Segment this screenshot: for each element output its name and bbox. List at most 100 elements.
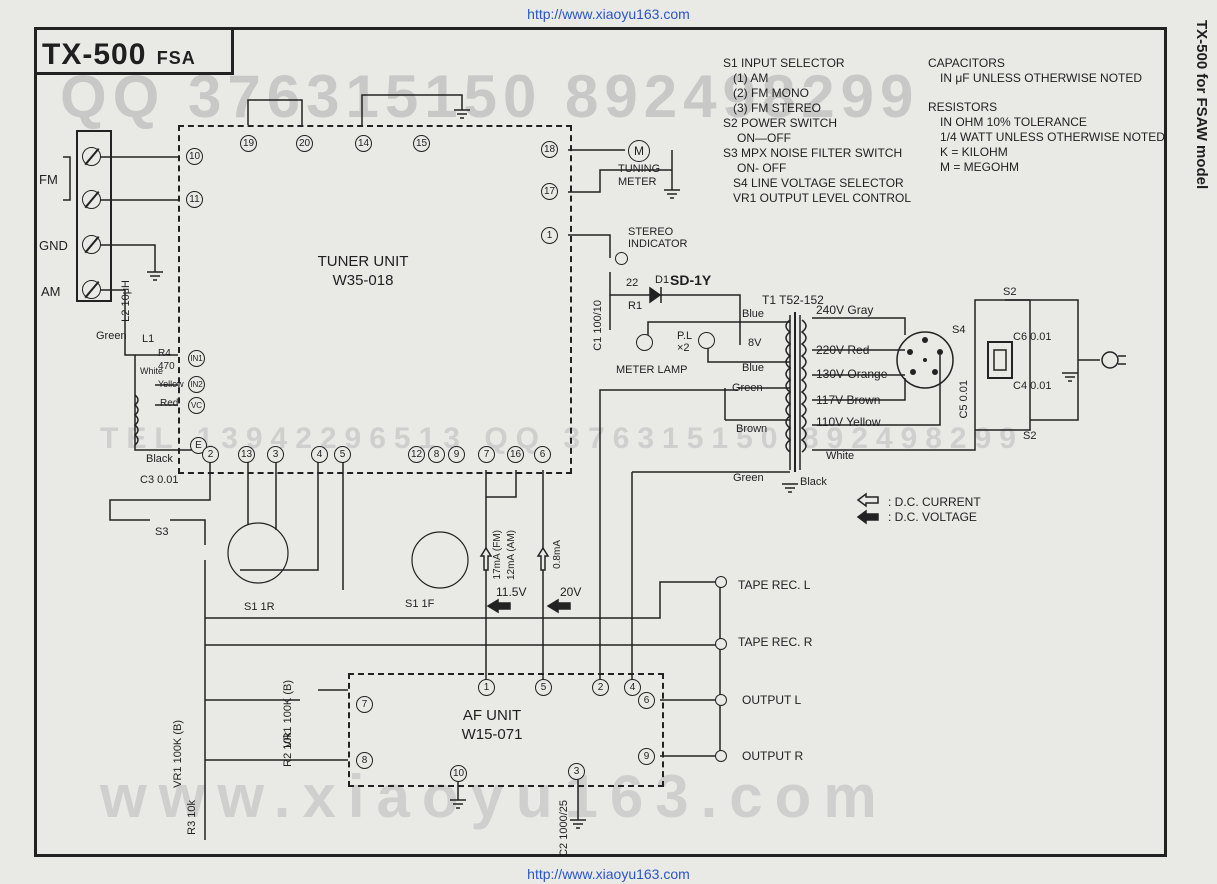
switch-notes: S1 INPUT SELECTOR (1) AM (2) FM MONO (3)… [723,56,911,206]
black-tap-label: Black [800,476,827,488]
tuner-pin: VC [188,397,205,414]
af-unit-model: W15-071 [461,726,523,743]
tap-label: 130V Orange [816,367,888,381]
current-08-label: 0.8mA [552,540,563,569]
meter-icon: M [628,140,650,162]
af-pin: 5 [535,679,552,696]
meter-lamp-label: METER LAMP [616,364,688,376]
tape-rec-l-label: TAPE REC. L [738,578,811,592]
l2-label: L2 10μH [120,280,132,322]
url-bottom[interactable]: http://www.xiaoyu163.com [527,866,690,882]
tuner-pin: IN2 [188,376,205,393]
schematic-frame [34,27,1167,857]
r1-value: 22 [626,277,639,289]
c1-label: C1 100/10 [592,300,604,351]
l1-wire-label: Green [96,330,127,342]
current-am-label: 12mA (AM) [506,530,517,581]
title-suffix: FSA [156,48,196,68]
tuner-unit-model: W35-018 [332,272,394,289]
stereo-indicator-label: STEREO INDICATOR [628,226,688,250]
tuner-pin: 7 [478,446,495,463]
white-label: White [140,366,164,376]
terminal-screw-icon[interactable] [82,235,101,254]
af-pin: 9 [638,748,655,765]
note-line: S2 POWER SWITCH [723,116,838,130]
stereo-lamp-icon [615,252,628,265]
d1-label: D1 [655,274,670,286]
c2-label: C2 1000/25 [558,800,570,857]
tape-rec-r-label: TAPE REC. R [738,635,813,649]
tuner-pin: 14 [355,135,372,152]
page-title: TX-500 FSA [42,38,196,72]
tuner-unit-box [178,125,572,474]
terminal-screw-icon[interactable] [82,190,101,209]
green2-label: Green [733,472,764,484]
note-line: S1 INPUT SELECTOR [723,56,845,70]
side-label: TX-500 for FSAW model [1193,20,1210,190]
tuner-pin: 2 [202,446,219,463]
terminal-screw-icon[interactable] [82,147,101,166]
af-pin: 8 [356,752,373,769]
t1-label: T1 T52-152 [762,293,824,307]
r3-label: R3 10k [186,800,198,835]
tuner-pin: 10 [186,148,203,165]
title-box [34,27,234,75]
output-l-label: OUTPUT L [742,693,802,707]
pilot-lamp-icon [636,334,653,351]
tuner-pin: 19 [240,135,257,152]
brown-label: Brown [736,423,768,435]
s1f-label: S1 1F [405,598,435,610]
gnd-label: GND [39,238,68,253]
af-unit-box [348,673,664,787]
tuner-pin: 15 [413,135,430,152]
jack-icon[interactable] [715,694,727,706]
terminal-screw-icon[interactable] [82,280,101,299]
tuner-pin: 11 [186,191,203,208]
note-line: CAPACITORS [928,56,1005,70]
tuner-pin: 1 [541,227,558,244]
voltage-115-label: 11.5V [496,585,527,599]
capacitor-notes: CAPACITORS IN μF UNLESS OTHERWISE NOTED [928,56,1142,86]
tuner-pin: 17 [541,183,558,200]
note-line: (3) FM STEREO [733,101,822,115]
s3-label: S3 [155,526,169,538]
output-r-label: OUTPUT R [742,749,804,763]
red-label: Red [160,398,179,409]
tuner-pin: 9 [448,446,465,463]
r4-label: R4 [158,348,171,359]
tuner-pin: 13 [238,446,255,463]
tuner-pin: 8 [428,446,445,463]
note-line: IN OHM 10% TOLERANCE [940,115,1087,129]
resistor-notes: RESISTORS IN OHM 10% TOLERANCE 1/4 WATT … [928,100,1165,175]
c3-label: C3 0.01 [140,474,179,486]
c5-label: C5 0.01 [958,380,970,419]
l1-label: L1 [142,333,155,345]
tap-label: 117V Brown [816,393,881,407]
tuner-pin: 3 [267,446,284,463]
note-line: 1/4 WATT UNLESS OTHERWISE NOTED [940,130,1165,144]
dc-voltage-legend: : D.C. VOLTAGE [888,510,977,524]
url-top[interactable]: http://www.xiaoyu163.com [527,6,690,22]
jack-icon[interactable] [715,750,727,762]
jack-icon[interactable] [715,638,727,650]
tuner-unit-label: TUNER UNIT W35-018 [283,252,443,290]
tuner-pin: 18 [541,141,558,158]
tuner-unit-name: TUNER UNIT [317,253,409,270]
pilot-lamp-icon [698,332,715,349]
vr1-lower-label: VR1 100K (B) [172,720,184,788]
dc-current-legend: : D.C. CURRENT [888,495,981,509]
white-tap-label: White [826,450,855,462]
s2-top-label: S2 [1003,286,1017,298]
r4-value: 470 [158,361,175,372]
s2-bottom-label: S2 [1023,430,1037,442]
blue2-label: Blue [742,362,765,374]
8v-label: 8V [748,337,762,349]
c4-label: C4 0.01 [1013,380,1052,392]
jack-icon[interactable] [715,576,727,588]
af-pin: 2 [592,679,609,696]
s4-label: S4 [952,324,966,336]
note-line: ON—OFF [737,131,791,145]
note-line: S3 MPX NOISE FILTER SWITCH [723,146,903,160]
af-unit-name: AF UNIT [462,707,522,724]
af-pin: 3 [568,763,585,780]
